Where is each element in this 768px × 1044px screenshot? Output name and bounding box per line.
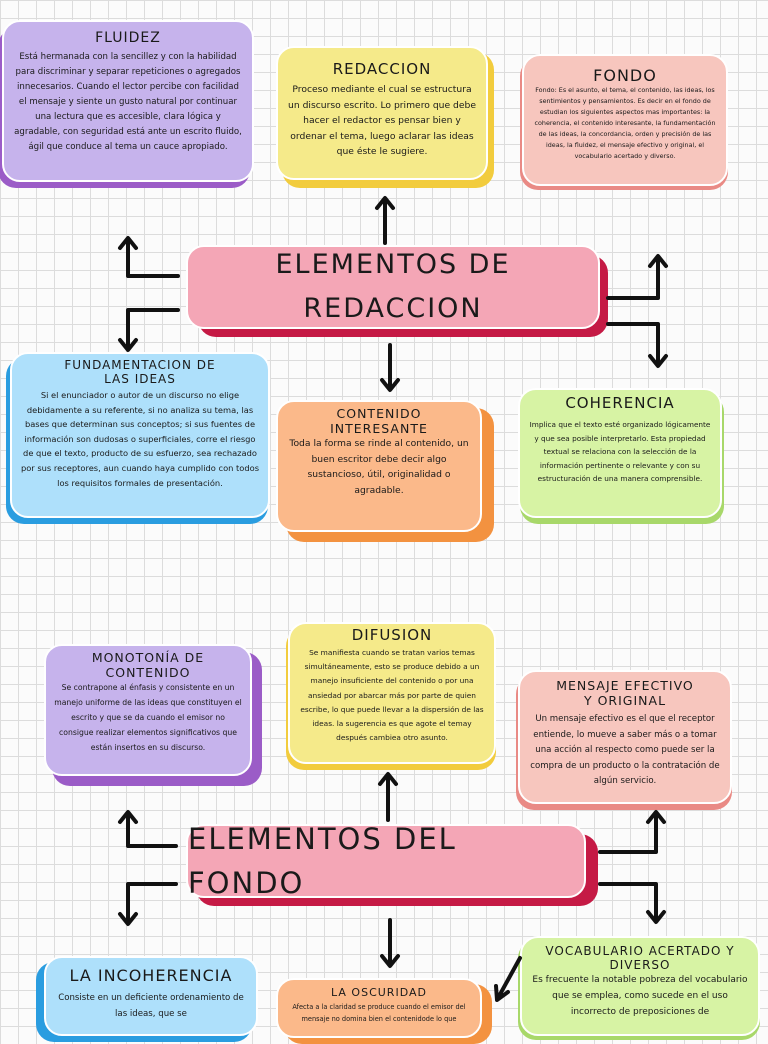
arrow-left-down-incoherencia bbox=[118, 882, 178, 926]
arrow-right-down-vocabulario bbox=[598, 882, 666, 924]
oscuridad-title: LA OSCURIDAD bbox=[331, 986, 427, 999]
card-contenido-interesante: CONTENIDO INTERESANTE Toda la forma se r… bbox=[276, 400, 494, 542]
card-coherencia: COHERENCIA Implica que el texto esté org… bbox=[518, 388, 724, 524]
card-oscuridad: LA OSCURIDAD Afecta a la claridad se pro… bbox=[276, 978, 492, 1044]
card-difusion: DIFUSION Se manifiesta cuando se tratan … bbox=[286, 622, 496, 770]
difusion-title: DIFUSION bbox=[351, 626, 433, 644]
monotonia-title-line1: MONOTONÍA DE bbox=[91, 650, 205, 665]
card-incoherencia: LA INCOHERENCIA Consiste en un deficient… bbox=[36, 956, 258, 1042]
arrow-left-up-fluidez bbox=[118, 236, 180, 278]
redaccion-title: REDACCION bbox=[332, 60, 432, 78]
fluidez-title: FLUIDEZ bbox=[95, 30, 161, 46]
contenido-title-line1: CONTENIDO bbox=[336, 406, 422, 421]
arrow-up-difusion bbox=[378, 772, 398, 822]
hub1-line2: REDACCION bbox=[303, 293, 483, 324]
hub2-title: ELEMENTOS DEL FONDO bbox=[188, 822, 457, 900]
vocabulario-title-line1: VOCABULARIO ACERTADO Y bbox=[545, 944, 735, 958]
hub1-line1: ELEMENTOS DE bbox=[275, 249, 511, 280]
mensaje-text: Un mensaje efectivo es el que el recepto… bbox=[530, 714, 720, 786]
vocabulario-title-line2: DIVERSO bbox=[609, 958, 671, 972]
hub-elementos-de-redaccion: ELEMENTOS DE REDACCION bbox=[186, 245, 608, 337]
redaccion-text: Proceso mediante el cual se estructura u… bbox=[288, 84, 477, 157]
contenido-text: Toda la forma se rinde al contenido, un … bbox=[289, 438, 469, 496]
fondo-text: Fondo: Es el asunto, el tema, el conteni… bbox=[534, 86, 716, 160]
card-fluidez: FLUIDEZ Está hermanada con la sencillez … bbox=[0, 20, 254, 188]
card-fondo: FONDO Fondo: Es el asunto, el tema, el c… bbox=[520, 54, 728, 190]
arrow-right-down-coherencia bbox=[606, 322, 668, 368]
arrow-diagonal-vocabulario bbox=[494, 956, 522, 1002]
oscuridad-text: Afecta a la claridad se produce cuando e… bbox=[292, 1003, 466, 1023]
monotonia-text: Se contrapone al énfasis y consistente e… bbox=[54, 683, 242, 752]
mensaje-title-line2: Y ORIGINAL bbox=[583, 693, 667, 708]
hub-elementos-del-fondo: ELEMENTOS DEL FONDO bbox=[186, 822, 598, 906]
monotonia-title-line2: CONTENIDO bbox=[105, 665, 191, 680]
fondo-title: FONDO bbox=[593, 66, 657, 85]
arrow-right-up-fondo bbox=[606, 254, 668, 300]
card-mensaje: MENSAJE EFECTIVO Y ORIGINAL Un mensaje e… bbox=[516, 670, 732, 810]
card-vocabulario: VOCABULARIO ACERTADO Y DIVERSO Es frecue… bbox=[518, 936, 760, 1040]
fundamentacion-title-line1: FUNDAMENTACION DE bbox=[64, 358, 216, 372]
difusion-text: Se manifiesta cuando se tratan varios te… bbox=[300, 648, 484, 743]
arrow-down-oscuridad bbox=[380, 918, 400, 968]
fluidez-text: Está hermanada con la sencillez y con la… bbox=[14, 52, 242, 152]
mensaje-title-line1: MENSAJE EFECTIVO bbox=[556, 678, 694, 693]
contenido-title-line2: INTERESANTE bbox=[330, 421, 428, 436]
card-fundamentacion: FUNDAMENTACION DE LAS IDEAS Si el enunci… bbox=[6, 352, 270, 524]
arrow-right-up-mensaje bbox=[598, 810, 666, 854]
vocabulario-text: Es frecuente la notable pobreza del voca… bbox=[532, 975, 748, 1017]
coherencia-text: Implica que el texto esté organizado lóg… bbox=[529, 420, 711, 484]
arrow-left-down-fundamentacion bbox=[118, 308, 180, 352]
arrow-left-up-monotonia bbox=[118, 810, 178, 848]
arrow-up-redaccion bbox=[375, 196, 395, 245]
incoherencia-text: Consiste en un deficiente ordenamiento d… bbox=[58, 993, 244, 1019]
card-redaccion: REDACCION Proceso mediante el cual se es… bbox=[276, 46, 494, 188]
incoherencia-title: LA INCOHERENCIA bbox=[69, 966, 233, 985]
coherencia-title: COHERENCIA bbox=[565, 394, 675, 412]
fundamentacion-title-line2: LAS IDEAS bbox=[104, 372, 176, 386]
fundamentacion-text: Si el enunciador o autor de un discurso … bbox=[20, 390, 260, 488]
card-monotonia: MONOTONÍA DE CONTENIDO Se contrapone al … bbox=[44, 644, 262, 786]
arrow-down-contenido bbox=[380, 343, 400, 392]
